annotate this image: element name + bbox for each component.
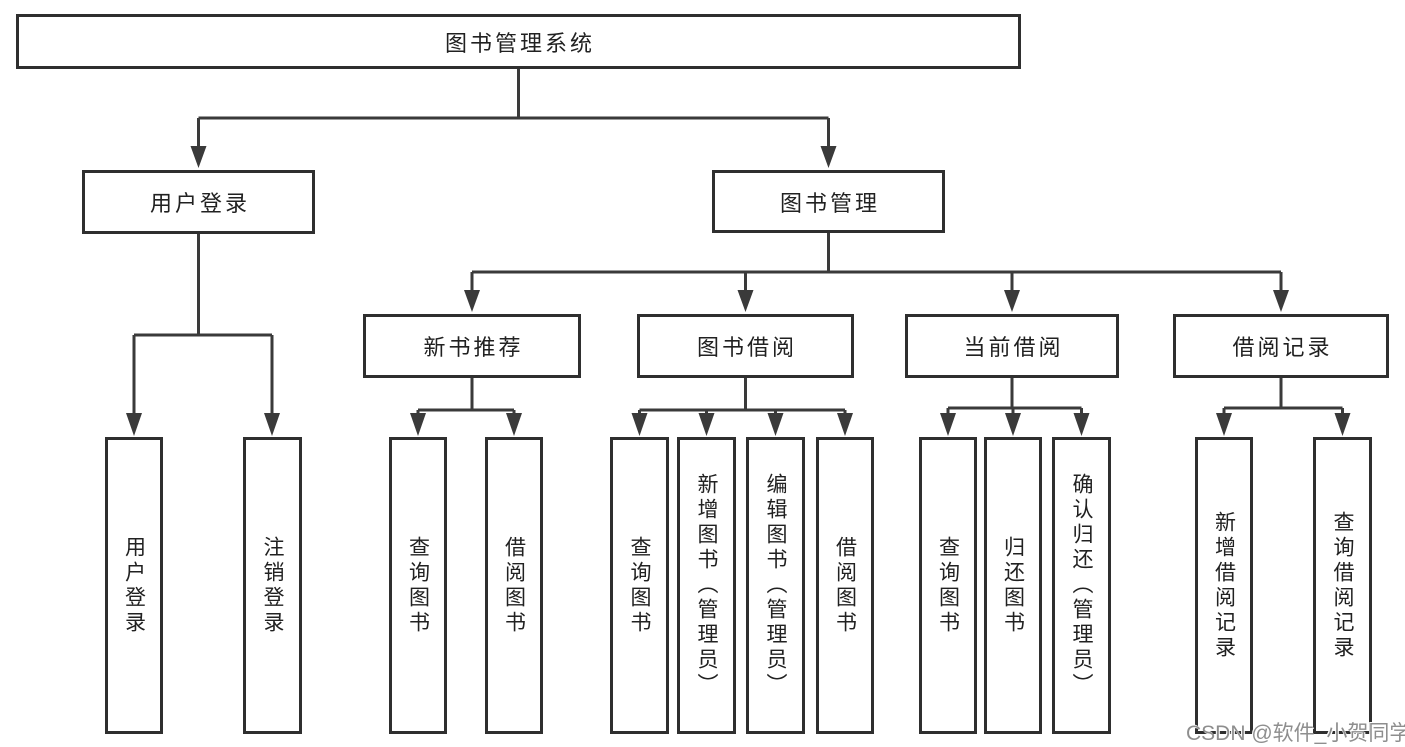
leaf-borrow-book-recommend: 借阅图书	[485, 437, 543, 734]
arrow-down-icon	[1005, 413, 1021, 436]
connector-book-management-to-level3	[470, 233, 1283, 291]
leaf-query-borrow-record: 查询借阅记录	[1313, 437, 1372, 734]
node-book-management: 图书管理	[712, 170, 945, 233]
leaf-confirm-return-admin: 确认归还（管理员）	[1052, 437, 1111, 734]
arrow-down-icon	[1073, 413, 1090, 436]
arrow-down-icon	[820, 146, 837, 168]
connector-user-login-to-leaves	[132, 234, 274, 414]
node-book-borrowing: 图书借阅	[637, 314, 854, 378]
node-library-management-system: 图书管理系统	[16, 14, 1021, 69]
connector-root-to-level2	[197, 68, 830, 147]
arrow-down-icon	[464, 290, 480, 312]
csdn-watermark: CSDN @软件_小贺同学	[1186, 722, 1405, 745]
arrow-down-icon	[126, 413, 142, 436]
arrow-down-icon	[1216, 413, 1232, 436]
arrow-down-icon	[737, 290, 754, 312]
arrow-down-icon	[767, 413, 784, 436]
node-borrowing-records: 借阅记录	[1173, 314, 1389, 378]
arrow-down-icon	[698, 413, 715, 436]
node-user-login: 用户登录	[82, 170, 315, 234]
leaf-query-book-borrowing: 查询图书	[610, 437, 669, 734]
leaf-return-book: 归还图书	[984, 437, 1042, 734]
arrow-down-icon	[1334, 413, 1351, 436]
leaf-add-book-admin: 新增图书（管理员）	[677, 437, 736, 734]
leaf-query-book-recommend: 查询图书	[389, 437, 447, 734]
leaf-edit-book-admin: 编辑图书（管理员）	[746, 437, 805, 734]
node-current-borrowing: 当前借阅	[905, 314, 1119, 378]
connector-book-borrow-to-leaves	[638, 378, 847, 414]
leaf-borrow-book: 借阅图书	[816, 437, 874, 734]
connector-current-borrow-to-leaves	[946, 378, 1083, 414]
arrow-down-icon	[837, 413, 853, 436]
leaf-query-book-current: 查询图书	[919, 437, 977, 734]
arrow-down-icon	[506, 413, 522, 436]
node-new-book-recommendation: 新书推荐	[363, 314, 581, 378]
arrow-down-icon	[264, 413, 280, 436]
connector-new-book-to-leaves	[416, 378, 516, 414]
leaf-logout: 注销登录	[243, 437, 302, 734]
arrow-down-icon	[1273, 290, 1289, 312]
connector-borrow-record-to-leaves	[1222, 378, 1344, 414]
leaf-user-login: 用户登录	[105, 437, 163, 734]
arrow-down-icon	[1004, 290, 1020, 312]
arrow-down-icon	[190, 146, 207, 168]
arrow-down-icon	[940, 413, 956, 436]
arrow-down-icon	[410, 413, 426, 436]
arrow-down-icon	[631, 413, 648, 436]
leaf-add-borrow-record: 新增借阅记录	[1195, 437, 1253, 734]
